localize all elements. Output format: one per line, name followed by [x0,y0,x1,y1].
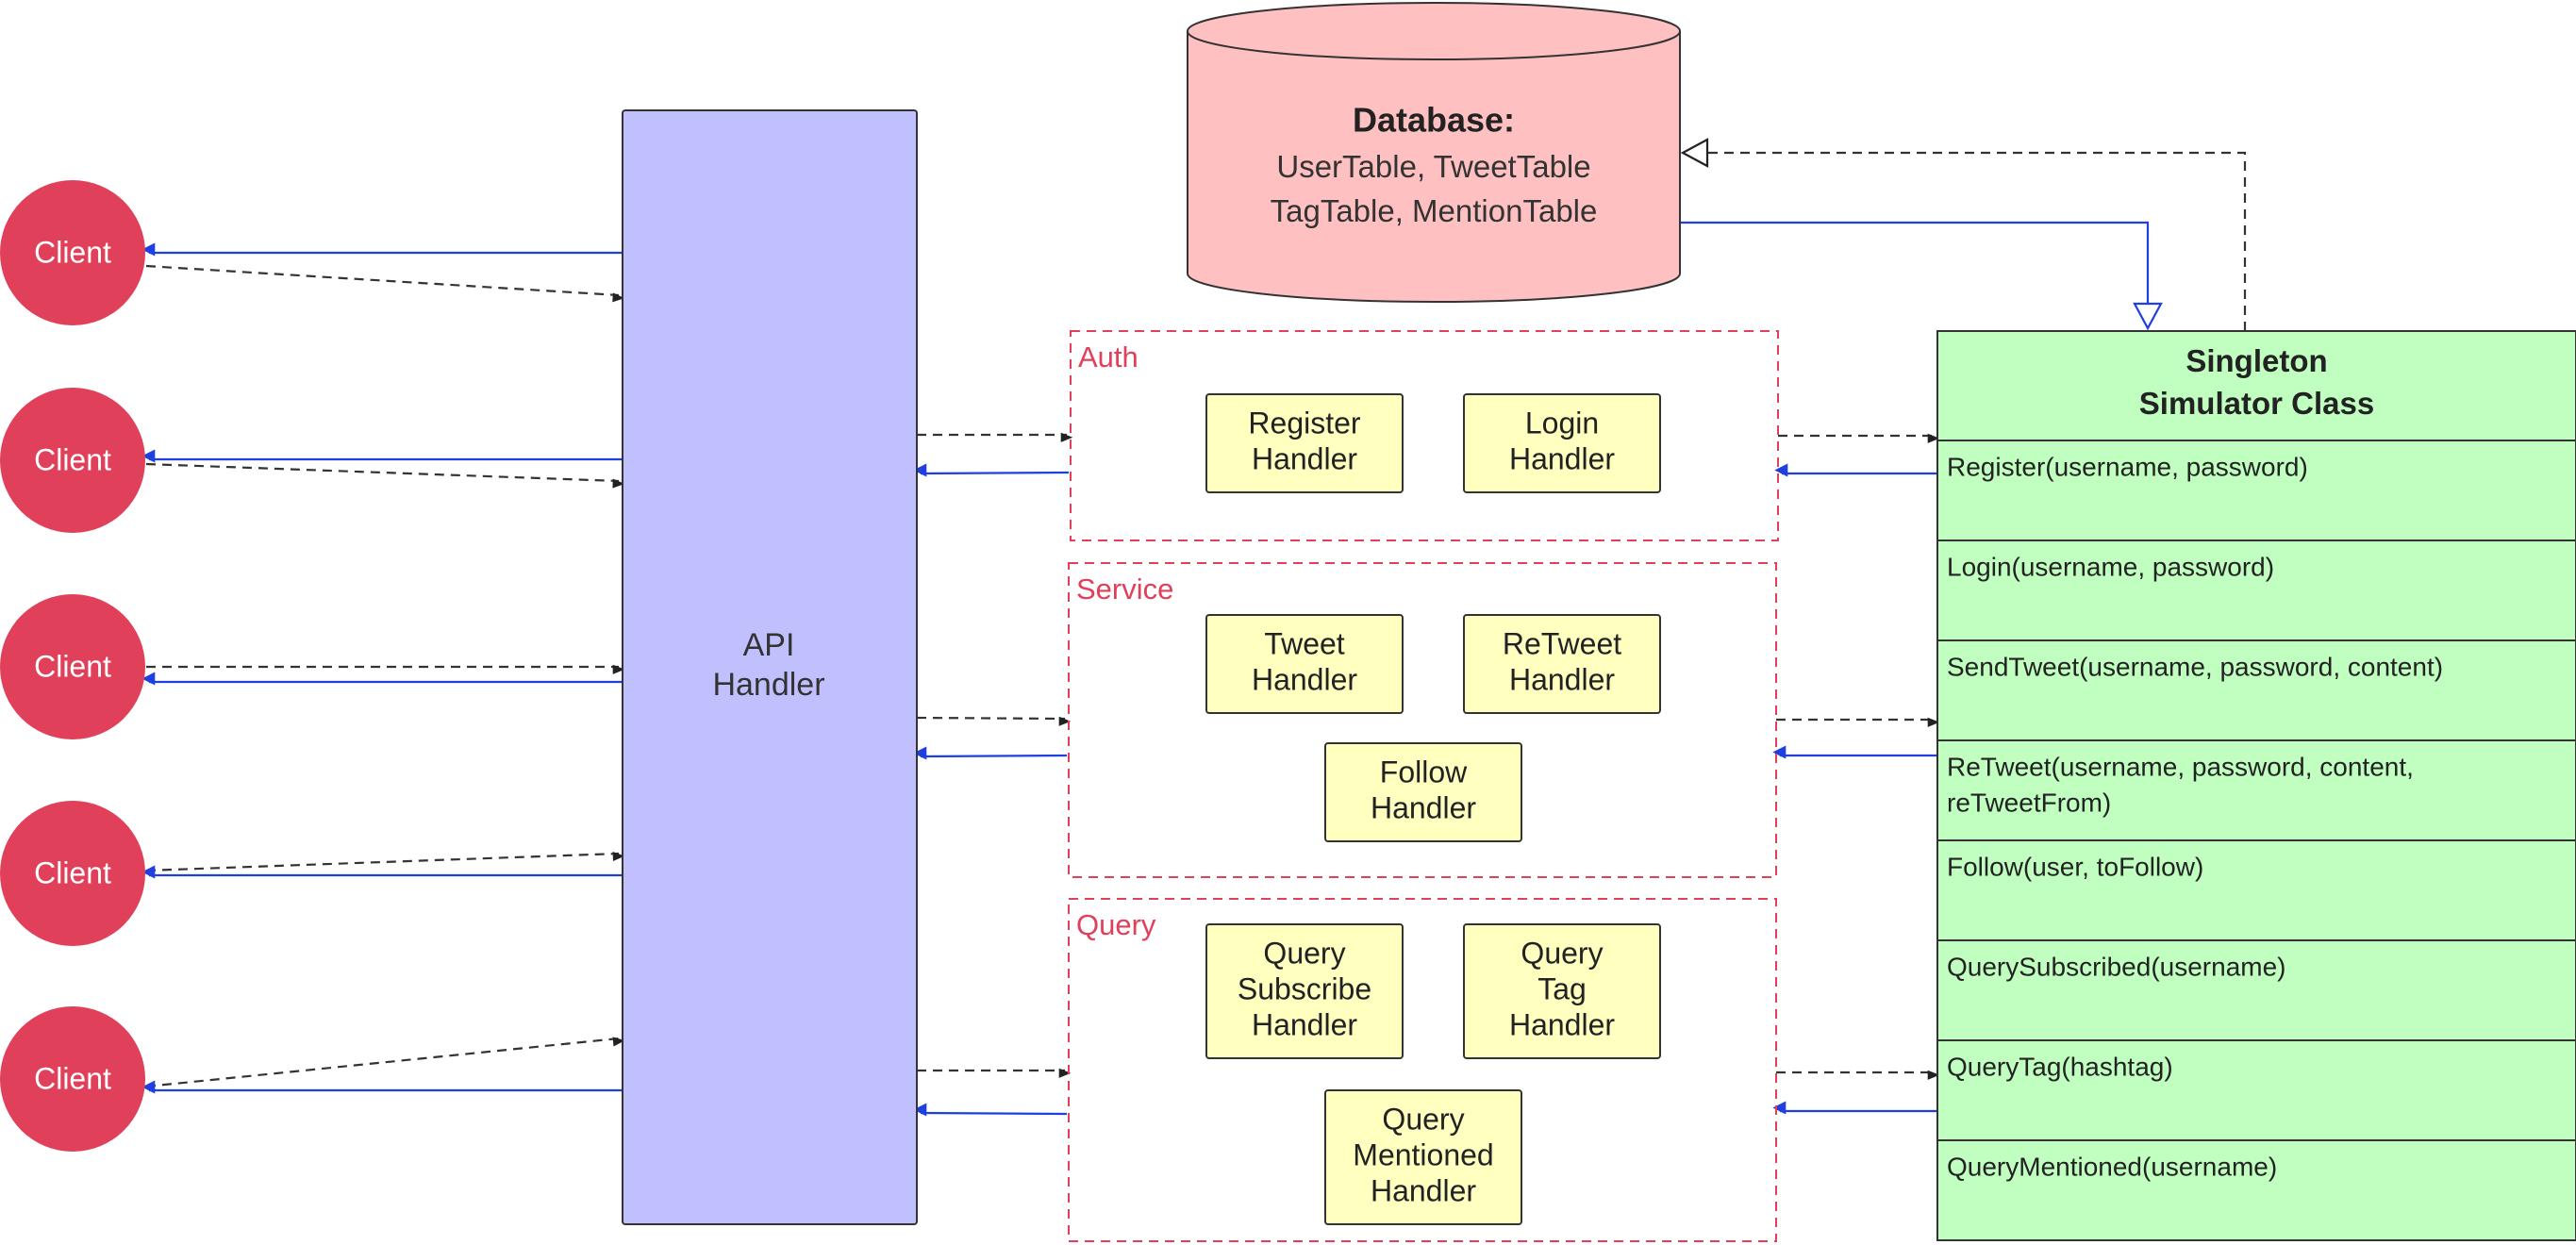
client-label: Client [34,649,111,683]
client-node[interactable]: Client [0,1006,145,1152]
client-node[interactable]: Client [0,801,145,946]
handler-label: Handler [1371,790,1476,824]
handler-label: Tweet [1264,626,1344,660]
group-label: Auth [1078,340,1138,374]
handler-label: ReTweet [1503,626,1621,660]
handler-label: Subscribe [1238,971,1371,1005]
method-signature: ReTweet(username, password, content, [1947,752,2414,781]
database-to-simulator-connector [1680,221,2150,304]
api-handler-label: Handler [712,667,824,703]
simulator-to-database-arrowhead [1680,138,1709,168]
handler-label: Handler [1509,662,1615,696]
handler-label: Handler [1252,662,1357,696]
client-label: Client [34,855,111,889]
client-circle [0,801,145,946]
client-to-api-arrow [145,264,625,303]
group-to-api-arrow [913,746,1068,760]
handler-box[interactable] [1463,393,1661,493]
group-label: Query [1076,908,1156,941]
handler-label: Handler [1509,441,1615,475]
group-service [1068,562,1777,878]
method-signature: QueryMentioned(username) [1947,1152,2277,1181]
handler-box[interactable] [1205,923,1404,1059]
simulator-to-database-connector [1707,151,2247,331]
database-title: Database: [1353,101,1515,140]
client-label: Client [34,442,111,476]
method-row[interactable] [1936,939,2576,1041]
method-signature: Follow(user, toFollow) [1947,852,2203,881]
method-signature: Register(username, password) [1947,452,2308,481]
handler-label: Query [1521,936,1603,970]
api-to-group-arrow [916,716,1072,726]
client-to-api-arrow [145,1037,625,1088]
handler-box[interactable] [1205,614,1404,714]
handler-label: Handler [1509,1007,1615,1041]
client-node[interactable]: Client [0,180,145,325]
client-to-api-arrow [145,462,625,489]
method-row[interactable] [1936,839,2576,941]
handler-label: Register [1248,406,1361,440]
client-circle [0,594,145,739]
handler-label: Follow [1380,755,1468,788]
client-label: Client [34,1061,111,1095]
handler-rect [1463,923,1661,1059]
handler-box[interactable] [1463,614,1661,714]
handler-label: Handler [1371,1173,1476,1207]
handler-label: Query [1382,1102,1464,1136]
handler-label: Tag [1537,971,1587,1005]
method-row[interactable] [1936,739,2576,841]
handler-rect [1463,614,1661,714]
api-handler-box[interactable] [622,109,918,1225]
handler-box[interactable] [1324,1089,1522,1225]
handler-box[interactable] [1205,393,1404,493]
handler-label: Query [1263,936,1345,970]
client-node[interactable]: Client [0,594,145,739]
method-signature: reTweetFrom) [1947,788,2111,817]
simulator-class-title: Simulator Class [2139,386,2374,421]
group-query [1068,898,1777,1242]
api-handler-label: API [743,627,795,663]
method-row[interactable] [1936,1139,2576,1241]
database-tables: TagTable, MentionTable [1271,193,1598,228]
database-tables: UserTable, TweetTable [1276,149,1590,184]
client-circle [0,180,145,325]
handler-box[interactable] [1463,923,1661,1059]
client-circle [0,1006,145,1152]
database-top [1187,2,1681,60]
method-signature: SendTweet(username, password, content) [1947,652,2443,681]
handler-label: Handler [1252,1007,1357,1041]
group-auth [1070,330,1779,541]
group-label: Service [1076,573,1173,606]
handler-label: Handler [1252,441,1357,475]
handler-label: Mentioned [1353,1137,1493,1171]
group-to-api-arrow [913,1103,1068,1117]
simulator-class[interactable] [1936,330,2576,1241]
client-circle [0,388,145,533]
handler-rect [1324,1089,1522,1225]
handler-rect [1463,393,1661,493]
client-node[interactable]: Client [0,388,145,533]
handler-label: Login [1525,406,1599,440]
database-body [1187,31,1681,303]
method-signature: QueryTag(hashtag) [1947,1052,2173,1081]
handler-rect [1205,393,1404,493]
database-to-simulator-arrowhead [2133,302,2163,331]
method-signature: QuerySubscribed(username) [1947,952,2286,981]
client-label: Client [34,235,111,269]
handler-rect [1205,923,1404,1059]
method-signature: Login(username, password) [1947,552,2274,581]
handler-box[interactable] [1324,742,1522,842]
connectors-layer [141,138,2247,1117]
handler-rect [1324,742,1522,842]
handler-rect [1205,614,1404,714]
database-cylinder[interactable] [1187,2,1681,303]
client-to-api-arrow [145,851,625,872]
simulator-class-title: Singleton [2185,343,2327,378]
